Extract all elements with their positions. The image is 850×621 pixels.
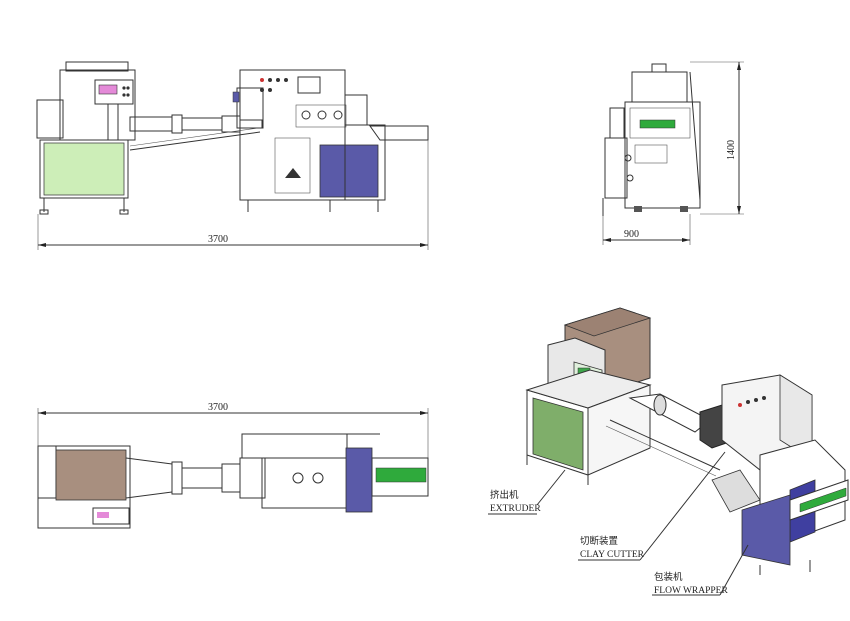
wrapper-label-cn: 包装机: [654, 571, 683, 583]
cutter-label-en: CLAY CUTTER: [580, 550, 645, 560]
top-view: 3700: [37, 402, 429, 529]
side-view: 1400 900: [602, 61, 744, 245]
front-view: 3700: [36, 61, 429, 250]
front-length-dimension: 3700: [208, 234, 228, 245]
callouts: 挤出机 EXTRUDER 切断装置 CLAY CUTTER 包装机 FLOW W…: [488, 451, 749, 596]
extruder-barrel: [129, 116, 173, 132]
clay-cutter: [236, 87, 264, 129]
motor-box: [36, 99, 64, 139]
extruder-label-en: EXTRUDER: [490, 504, 541, 514]
green-panel: [43, 142, 125, 196]
blue-panel: [319, 144, 379, 198]
side-height-dimension: 1400: [726, 140, 737, 160]
outfeed-belt: [375, 467, 427, 483]
side-width-dimension: 900: [624, 229, 639, 240]
tan-hopper: [55, 449, 127, 501]
extruder-label-cn: 挤出机: [490, 489, 519, 501]
isometric-view: [525, 307, 849, 575]
wrapper-label-en: FLOW WRAPPER: [654, 586, 728, 596]
iso-outfeed-belt: [799, 487, 847, 513]
top-length-dimension: 3700: [208, 402, 228, 413]
cutter-label-cn: 切断装置: [580, 535, 618, 547]
iso-green-panel: [532, 397, 584, 471]
